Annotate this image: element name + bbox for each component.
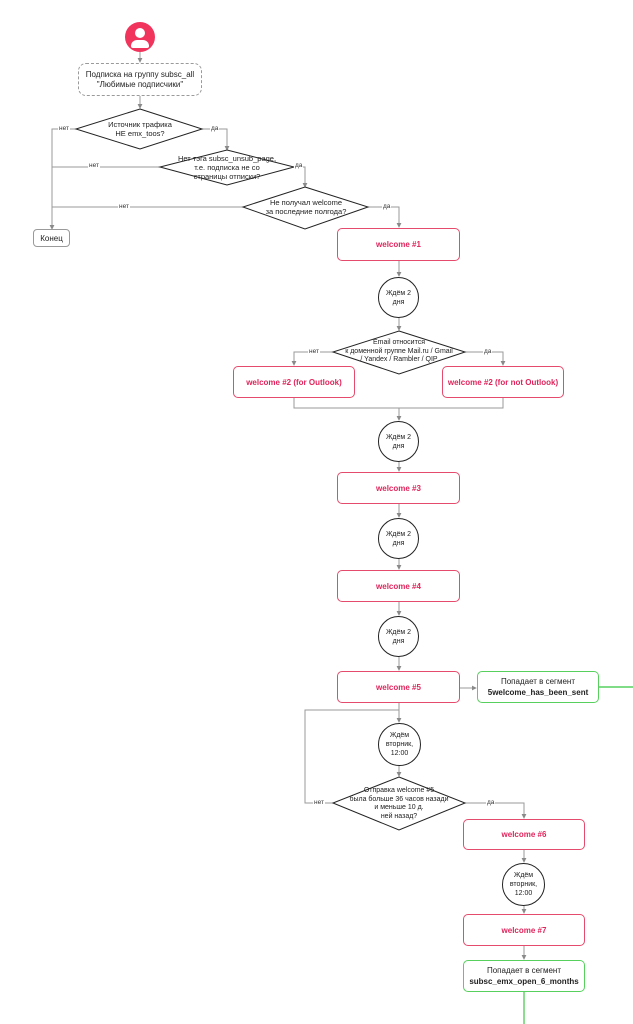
decision-email-line3: / Yandex / Rambler / QIP bbox=[360, 356, 438, 364]
edge-label-yes: да bbox=[486, 799, 496, 806]
wait-tuesday-line2: вторник, bbox=[509, 881, 538, 888]
segment-name: subsc_emx_open_6_months bbox=[469, 977, 579, 986]
decision-traffic-line2: НЕ emx_toos? bbox=[115, 129, 165, 138]
edge-label-yes: да bbox=[294, 162, 304, 169]
email-welcome-5: welcome #5 bbox=[337, 671, 460, 703]
segment-welcome-sent: Попадает в сегмент 5welcome_has_been_sen… bbox=[477, 671, 599, 703]
wait-tuesday: Ждём вторник, 12:00 bbox=[502, 863, 545, 906]
edge-label-no: нет bbox=[308, 348, 320, 355]
email-welcome-6: welcome #6 bbox=[463, 819, 585, 850]
decision-welcome-shape bbox=[241, 186, 370, 230]
segment-name: 5welcome_has_been_sent bbox=[487, 688, 589, 697]
decision-timing-line4: ней назад? bbox=[380, 812, 418, 820]
decision-traffic-shape bbox=[74, 108, 204, 150]
decision-email-line2: к доменной группе Mail.ru / Gmail bbox=[345, 347, 453, 355]
wait-tuesday-line2: вторник, bbox=[385, 741, 414, 748]
wait-line1: Ждём 2 bbox=[385, 628, 412, 636]
email-welcome-7: welcome #7 bbox=[463, 914, 585, 946]
decision-unsub-tag: Нет тэга subsc_unsub_page, т.е. подписка… bbox=[172, 153, 282, 181]
decision-no-welcome: Не получал welcome за последние полгода? bbox=[254, 196, 358, 218]
decision-email-shape bbox=[331, 330, 467, 375]
edge-label-no: нет bbox=[88, 162, 100, 169]
user-avatar-icon bbox=[125, 22, 155, 52]
wait-2-days: Ждём 2 дня bbox=[378, 277, 419, 318]
email-welcome-1: welcome #1 bbox=[337, 228, 460, 261]
wait-tuesday-line1: Ждём bbox=[513, 872, 534, 879]
wait-tuesday-line3: 12:00 bbox=[514, 890, 533, 897]
decision-no-welcome-line1: Не получал welcome bbox=[270, 198, 342, 207]
wait-line2: дня bbox=[392, 298, 405, 306]
wait-2-days: Ждём 2 дня bbox=[378, 518, 419, 559]
decision-unsub-line2: т.е. подписка не со bbox=[194, 162, 260, 172]
decision-unsub-shape bbox=[158, 149, 296, 186]
decision-traffic-line1: Источник трафика bbox=[108, 120, 172, 129]
email-welcome-2-outlook: welcome #2 (for Outlook) bbox=[233, 366, 355, 398]
subscription-line1: Подписка на группу subsc_all bbox=[85, 69, 195, 79]
edge-label-yes: да bbox=[382, 203, 392, 210]
wait-line2: дня bbox=[392, 442, 405, 450]
segment-open-6-months: Попадает в сегмент subsc_emx_open_6_mont… bbox=[463, 960, 585, 992]
wait-2-days: Ждём 2 дня bbox=[378, 421, 419, 462]
decision-traffic: Источник трафика НЕ emx_toos? bbox=[90, 117, 190, 141]
segment-prefix: Попадает в сегмент bbox=[486, 966, 562, 975]
avatar-body bbox=[131, 40, 149, 48]
edge-label-no: нет bbox=[118, 203, 130, 210]
end-node: Конец bbox=[33, 229, 70, 247]
wait-line1: Ждём 2 bbox=[385, 289, 412, 297]
wait-tuesday-line1: Ждём bbox=[389, 732, 410, 739]
wait-line1: Ждём 2 bbox=[385, 433, 412, 441]
avatar-head bbox=[135, 28, 145, 38]
wait-line1: Ждём 2 bbox=[385, 530, 412, 538]
edge-label-yes: да bbox=[210, 125, 220, 132]
decision-welcome5-timing: Отправка welcome #5 была больше 36 часов… bbox=[340, 786, 458, 822]
decision-timing-line2: была больше 36 часов назади bbox=[349, 795, 449, 803]
email-welcome-2-not-outlook: welcome #2 (for not Outlook) bbox=[442, 366, 564, 398]
decision-email-domain: Email относится к доменной группе Mail.r… bbox=[330, 338, 468, 366]
segment-prefix: Попадает в сегмент bbox=[500, 677, 576, 686]
decision-timing-shape bbox=[331, 776, 467, 831]
decision-no-welcome-line2: за последние полгода? bbox=[265, 207, 347, 216]
wait-line2: дня bbox=[392, 637, 405, 645]
edge-label-yes: да bbox=[483, 348, 493, 355]
decision-email-line1: Email относится bbox=[373, 339, 425, 347]
edge-label-no: нет bbox=[58, 125, 70, 132]
decision-unsub-line3: страницы отписки? bbox=[193, 171, 261, 181]
wait-line2: дня bbox=[392, 539, 405, 547]
email-welcome-4: welcome #4 bbox=[337, 570, 460, 602]
email-welcome-3: welcome #3 bbox=[337, 472, 460, 504]
decision-timing-line3: и меньше 10 д. bbox=[374, 804, 424, 811]
wait-tuesday-line3: 12:00 bbox=[390, 750, 409, 757]
decision-unsub-line1: Нет тэга subsc_unsub_page, bbox=[177, 153, 277, 163]
edge-label-no: нет bbox=[313, 799, 325, 806]
subscription-start-node: Подписка на группу subsc_all "Любимые по… bbox=[78, 63, 202, 96]
wait-tuesday: Ждём вторник, 12:00 bbox=[378, 723, 421, 766]
subscription-line2: "Любимые подписчики" bbox=[96, 79, 184, 89]
decision-timing-line1: Отправка welcome #5 bbox=[363, 787, 435, 794]
wait-2-days: Ждём 2 дня bbox=[378, 616, 419, 657]
